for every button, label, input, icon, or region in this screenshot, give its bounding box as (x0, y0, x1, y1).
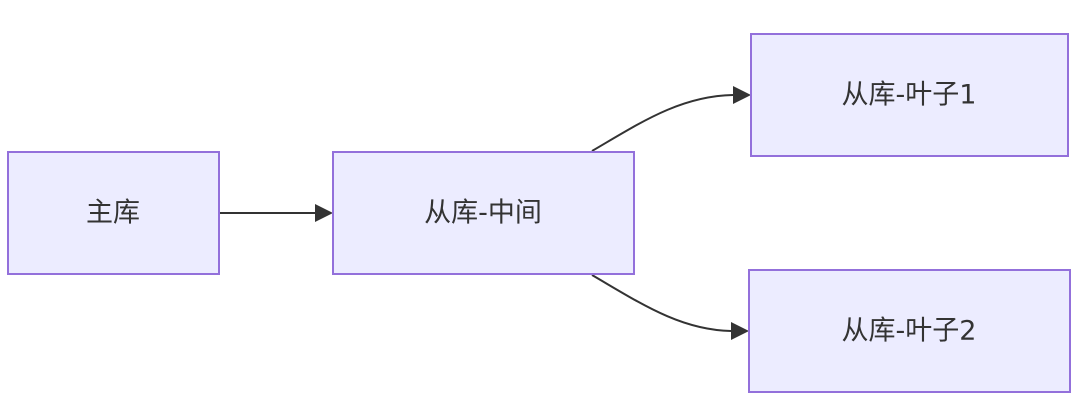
arrowhead-intermediate-to-leaf1 (733, 86, 751, 104)
edge-intermediate-to-leaf1 (591, 94, 734, 152)
node-intermediate-box (332, 151, 635, 275)
edges (220, 86, 751, 340)
node-leaf2[interactable]: 从库-叶子2 (748, 269, 1071, 393)
edge-intermediate-to-leaf2 (591, 274, 732, 332)
node-master-label: 主库 (86, 198, 140, 229)
node-leaf2-label: 从库-叶子2 (842, 316, 977, 347)
node-leaf1-label: 从库-叶子1 (842, 80, 977, 111)
node-intermediate[interactable]: 从库-中间 (332, 151, 635, 275)
node-intermediate-label: 从库-中间 (424, 198, 542, 229)
node-leaf2-box (748, 269, 1071, 393)
node-master[interactable]: 主库 (7, 151, 220, 275)
node-leaf1-box (750, 33, 1069, 157)
arrowhead-master-to-intermediate (315, 204, 333, 222)
arrowhead-intermediate-to-leaf2 (731, 322, 749, 340)
node-leaf1[interactable]: 从库-叶子1 (750, 33, 1069, 157)
node-master-box (7, 151, 220, 275)
